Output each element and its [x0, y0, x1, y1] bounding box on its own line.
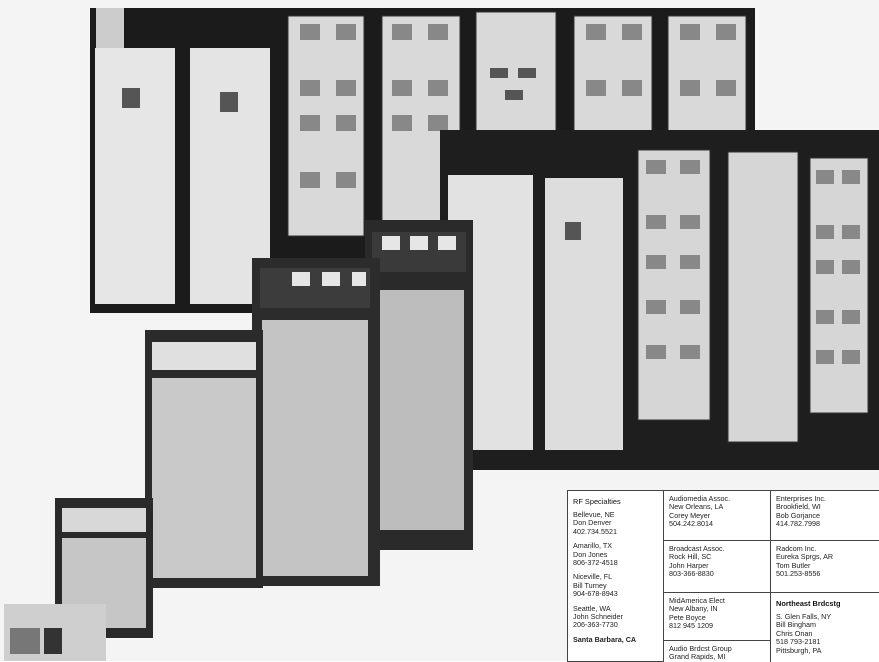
dealer-phone: 504.242.8014 — [669, 519, 713, 529]
dealer-heading: RF Specialties — [573, 497, 621, 506]
dealer-entry: Amarillo, TX Don Jones 806-372-4518 — [573, 541, 658, 568]
dealer-entry: Seattle, WA John Schneider 206-363-7730 — [573, 603, 658, 630]
dealer-city: Rock Hill, SC — [669, 552, 712, 562]
dealer-phone: 803-366-8830 — [669, 569, 714, 579]
dealer-city: Santa Barbara, CA — [573, 634, 637, 644]
dealer-city: Eureka Sprgs, AR — [776, 552, 834, 562]
dealer-phone: 518 793-2181 — [776, 637, 821, 647]
dealer-city: S. Glen Falls, NY — [776, 612, 832, 621]
dealer-contact: John Schneider — [573, 612, 623, 622]
dealer-entry: Audiomedia Assoc. New Orleans, LA Corey … — [664, 491, 770, 541]
dealer-contact: Pete Boyce — [669, 612, 706, 622]
dealer-contact: Don Denver — [573, 518, 612, 528]
dealer-phone: 414.782.7998 — [776, 519, 820, 529]
dealer-entry: Santa Barbara, CA — [573, 634, 658, 644]
dealer-entry: Niceville, FL Bill Turney 904-678-8943 — [573, 572, 658, 599]
dealer-heading: Northeast Brdcstg — [776, 599, 841, 608]
dealer-contact: Bob Gorjance — [776, 510, 820, 520]
dealer-city: Amarillo, TX — [573, 541, 613, 551]
dealer-company: Radcom Inc. — [776, 544, 817, 553]
dealer-entry: Broadcast Assoc. Rock Hill, SC John Harp… — [664, 541, 770, 593]
dealer-contact: Chris Onan — [776, 628, 813, 638]
dealer-entry: MidAmerica Elect New Albany, IN Pete Boy… — [664, 593, 770, 641]
dealer-contact: John Harper — [669, 560, 709, 570]
dealer-phone: 812 945 1209 — [669, 621, 713, 631]
dealer-contact: Tom Butler — [776, 560, 811, 570]
dealer-column-2: Audiomedia Assoc. New Orleans, LA Corey … — [664, 491, 771, 662]
dealer-column-3: Enterprises Inc. Brookfield, WI Bob Gorj… — [771, 491, 879, 662]
dealer-entry: Audio Brdcst Group Grand Rapids, MI — [664, 641, 770, 662]
dealer-city: Pittsburgh, PA — [776, 645, 822, 655]
dealer-entry: Northeast Brdcstg S. Glen Falls, NY Bill… — [771, 593, 879, 662]
dealer-entry: Radcom Inc. Eureka Sprgs, AR Tom Butler … — [771, 541, 879, 593]
dealer-company: Enterprises Inc. — [776, 494, 826, 503]
dealer-entry: Bellevue, NE Don Denver 402.734.5521 — [573, 510, 658, 536]
dealer-contact: Bill Bingham — [776, 620, 816, 630]
dealer-directory: RF Specialties Bellevue, NE Don Denver 4… — [567, 490, 879, 662]
dealer-city: Grand Rapids, MI — [669, 652, 726, 662]
transmitter-cabinets — [4, 220, 473, 661]
dealer-city: Brookfield, WI — [776, 502, 821, 512]
dealer-company: Audiomedia Assoc. — [669, 494, 731, 503]
dealer-column-1: RF Specialties Bellevue, NE Don Denver 4… — [568, 491, 664, 662]
dealer-phone: 806-372-4518 — [573, 558, 618, 568]
dealer-city: Niceville, FL — [573, 572, 613, 582]
dealer-phone: 206-363-7730 — [573, 620, 618, 630]
dealer-company: MidAmerica Elect — [669, 596, 725, 605]
dealer-company: Broadcast Assoc. — [669, 544, 725, 553]
dealer-contact: Corey Meyer — [669, 510, 711, 520]
dealer-city: Seattle, WA — [573, 603, 611, 613]
dealer-city: New Orleans, LA — [669, 502, 724, 512]
dealer-contact: Don Jones — [573, 549, 608, 559]
dealer-contact: Bill Turney — [573, 580, 607, 590]
dealer-city: New Albany, IN — [669, 604, 718, 614]
dealer-company: Audio Brdcst Group — [669, 644, 732, 653]
dealer-phone: 402.734.5521 — [573, 526, 617, 536]
dealer-phone: 904-678-8943 — [573, 589, 618, 599]
dealer-city: Bellevue, NE — [573, 510, 615, 519]
dealer-entry: Enterprises Inc. Brookfield, WI Bob Gorj… — [771, 491, 879, 541]
dealer-phone: 501.253-8556 — [776, 569, 821, 579]
